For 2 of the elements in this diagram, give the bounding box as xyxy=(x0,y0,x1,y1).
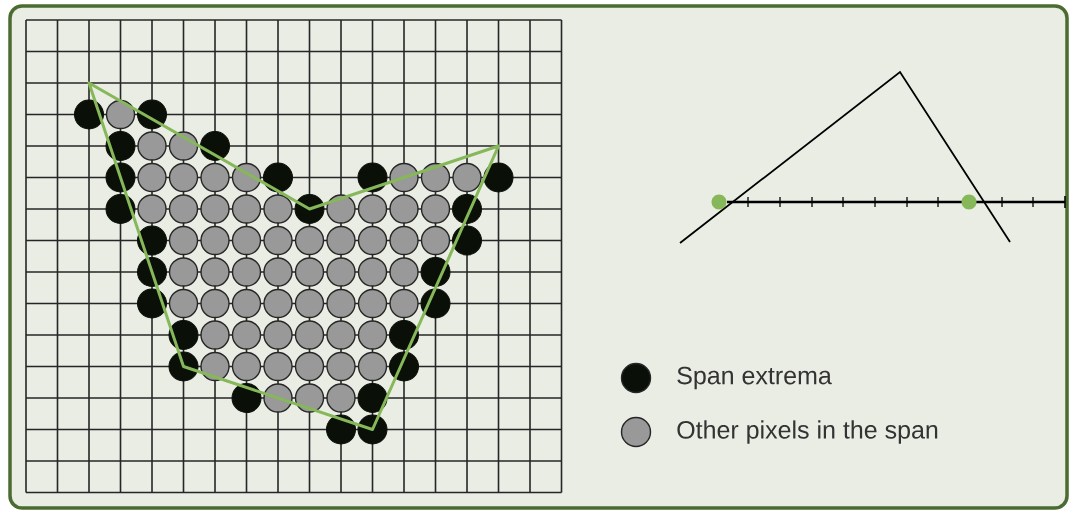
legend-label: Span extrema xyxy=(677,366,832,390)
legend-label: Other pixels in the span xyxy=(677,420,938,444)
